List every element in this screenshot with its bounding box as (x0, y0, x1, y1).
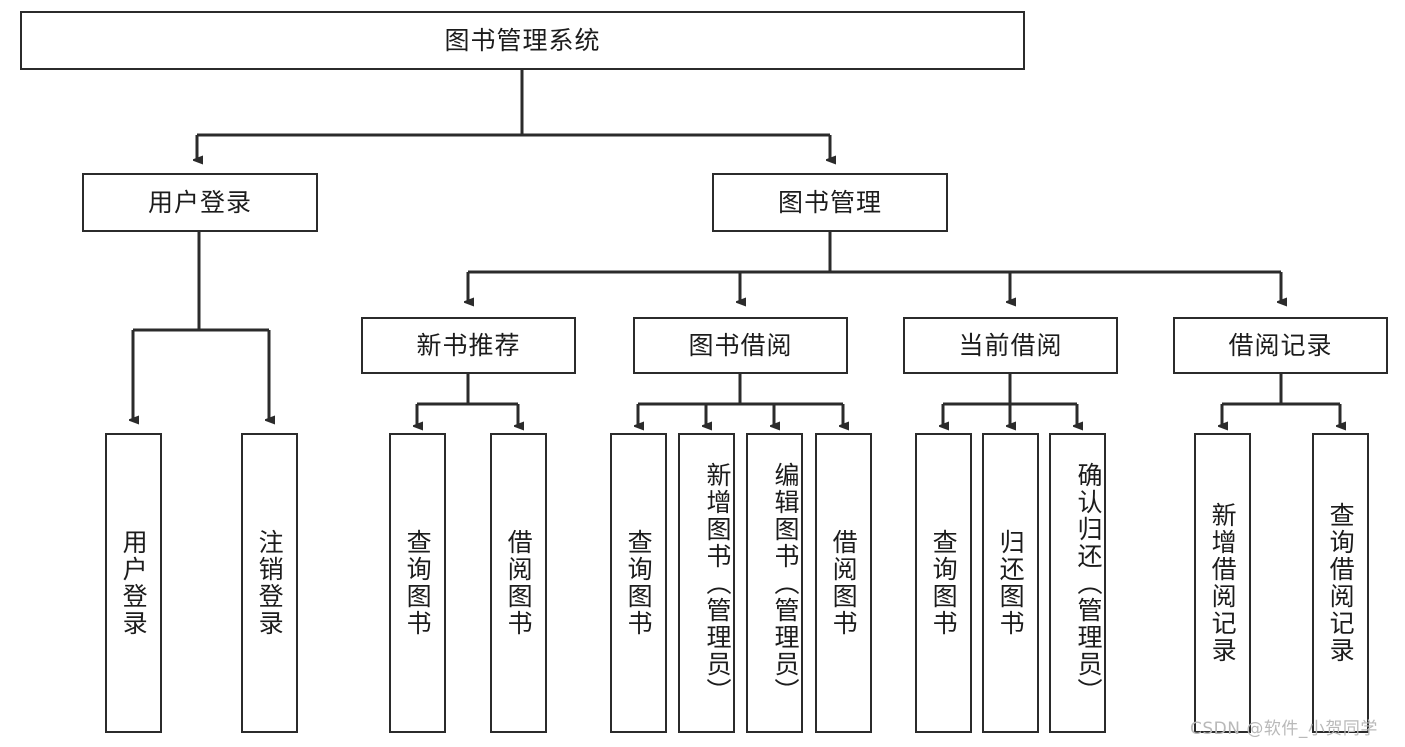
node-book-manage[interactable]: 图书管理 (712, 173, 948, 232)
node-label: 新增借阅记录 (1208, 502, 1238, 664)
leaf-query-book-recommend[interactable]: 查询图书 (389, 433, 446, 733)
node-label: 查询图书 (624, 529, 654, 637)
node-label: 新书推荐 (416, 330, 521, 360)
node-label: 图书借阅 (688, 330, 793, 360)
node-book-borrow[interactable]: 图书借阅 (633, 317, 848, 374)
leaf-query-book-current[interactable]: 查询图书 (915, 433, 972, 733)
node-label: 查询借阅记录 (1326, 502, 1356, 664)
node-label: 图书管理系统 (444, 25, 601, 55)
node-label: 归还图书 (996, 529, 1026, 637)
node-user-login[interactable]: 用户登录 (82, 173, 318, 232)
node-label: 查询图书 (403, 529, 433, 637)
leaf-edit-book[interactable]: 编辑图书（管理员） (746, 433, 803, 733)
leaf-user-logout[interactable]: 注销登录 (241, 433, 298, 733)
node-book-management-system[interactable]: 图书管理系统 (20, 11, 1025, 70)
node-label: 新增图书（管理员） (703, 461, 732, 705)
leaf-user-login[interactable]: 用户登录 (105, 433, 162, 733)
leaf-confirm-return[interactable]: 确认归还（管理员） (1049, 433, 1106, 733)
leaf-borrow-book-borrow[interactable]: 借阅图书 (815, 433, 872, 733)
node-current-borrow[interactable]: 当前借阅 (903, 317, 1118, 374)
node-new-book-recommend[interactable]: 新书推荐 (361, 317, 576, 374)
leaf-return-book[interactable]: 归还图书 (982, 433, 1039, 733)
node-label: 编辑图书（管理员） (771, 461, 800, 705)
leaf-borrow-book-recommend[interactable]: 借阅图书 (490, 433, 547, 733)
leaf-add-borrow-record[interactable]: 新增借阅记录 (1194, 433, 1251, 733)
node-label: 图书管理 (777, 187, 882, 217)
node-label: 当前借阅 (958, 330, 1063, 360)
node-label: 借阅记录 (1228, 330, 1333, 360)
node-borrow-record[interactable]: 借阅记录 (1173, 317, 1388, 374)
node-label: 用户登录 (147, 187, 252, 217)
node-label: 确认归还（管理员） (1074, 461, 1103, 705)
node-label: 借阅图书 (504, 529, 534, 637)
node-label: 用户登录 (119, 529, 149, 637)
csdn-watermark: CSDN @软件_小贺同学 (1190, 719, 1378, 739)
leaf-add-book[interactable]: 新增图书（管理员） (678, 433, 735, 733)
node-label: 注销登录 (255, 529, 285, 637)
node-label: 借阅图书 (829, 529, 859, 637)
node-label: 查询图书 (929, 529, 959, 637)
leaf-query-borrow-record[interactable]: 查询借阅记录 (1312, 433, 1369, 733)
leaf-query-book-borrow[interactable]: 查询图书 (610, 433, 667, 733)
